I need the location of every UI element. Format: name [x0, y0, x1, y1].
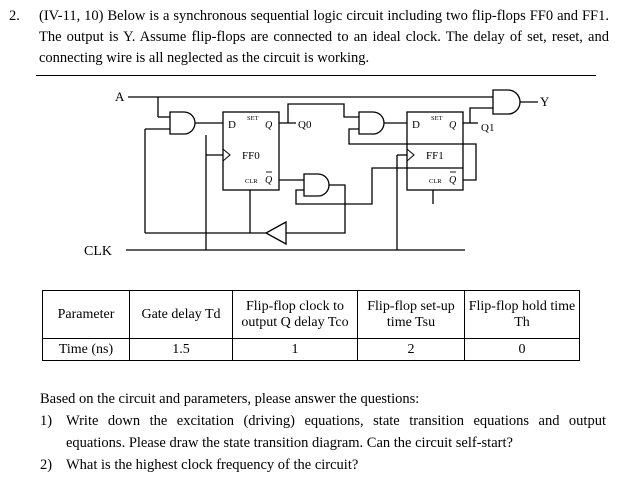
table-header-cell: Parameter	[42, 290, 130, 339]
question-item-text: Write down the excitation (driving) equa…	[66, 413, 606, 451]
label-q0: Q0	[298, 119, 312, 131]
ff1-clr-label: CLR	[429, 178, 442, 185]
table-header-cell: Flip-flop clock to output Q delay Tco	[232, 290, 358, 339]
ff0-q-label: Q	[265, 120, 273, 131]
question-number: 2.	[9, 8, 20, 24]
table-header-cell: Flip-flop hold time Th	[464, 290, 580, 339]
question-item-number: 1)	[40, 413, 53, 429]
ff0-box	[222, 111, 280, 191]
ff0-set-label: SET	[247, 115, 259, 122]
and-gate-2	[358, 111, 385, 135]
ff1-set-label: SET	[431, 115, 443, 122]
questions-intro: Based on the circuit and parameters, ple…	[40, 391, 420, 407]
and-gate-1	[169, 111, 196, 135]
table-row-label: Time (ns)	[42, 338, 130, 361]
and-gate-output	[492, 89, 521, 115]
ff1-q-label: Q	[449, 120, 457, 131]
label-input-a: A	[115, 89, 125, 104]
ff0-d-label: D	[228, 119, 236, 131]
ff0-name: FF0	[242, 150, 260, 162]
header-divider	[36, 75, 596, 76]
question-item-number: 2)	[40, 457, 53, 473]
ff1-box	[406, 111, 464, 191]
question-text: (IV-11, 10) Below is a synchronous seque…	[39, 8, 609, 66]
ff0-clr-label: CLR	[245, 178, 258, 185]
table-cell: 1	[232, 338, 358, 361]
label-clk: CLK	[84, 244, 112, 259]
table-cell: 2	[357, 338, 465, 361]
logic-circuit-diagram: A CLK Y D SET Q FF0 CLR Q Q0 D SET Q FF1…	[84, 89, 550, 259]
parameter-table: Parameter Gate delay Td Flip-flop clock …	[42, 290, 580, 361]
table-header-row: Parameter Gate delay Td Flip-flop clock …	[42, 290, 580, 339]
label-q1: Q1	[481, 122, 494, 134]
table-cell: 1.5	[129, 338, 233, 361]
ff1-d-label: D	[412, 119, 420, 131]
question-item-text: What is the highest clock frequency of t…	[66, 457, 359, 473]
ff1-qbar-label: Q	[449, 175, 457, 186]
table-row: Time (ns) 1.5 1 2 0	[42, 338, 580, 361]
label-output-y: Y	[540, 94, 550, 109]
table-header-cell: Gate delay Td	[129, 290, 233, 339]
and-gate-3	[303, 173, 330, 197]
table-cell: 0	[464, 338, 580, 361]
buffer-gate	[264, 220, 287, 246]
ff1-name: FF1	[426, 150, 444, 162]
ff0-qbar-label: Q	[265, 175, 273, 186]
table-header-cell: Flip-flop set-up time Tsu	[357, 290, 465, 339]
